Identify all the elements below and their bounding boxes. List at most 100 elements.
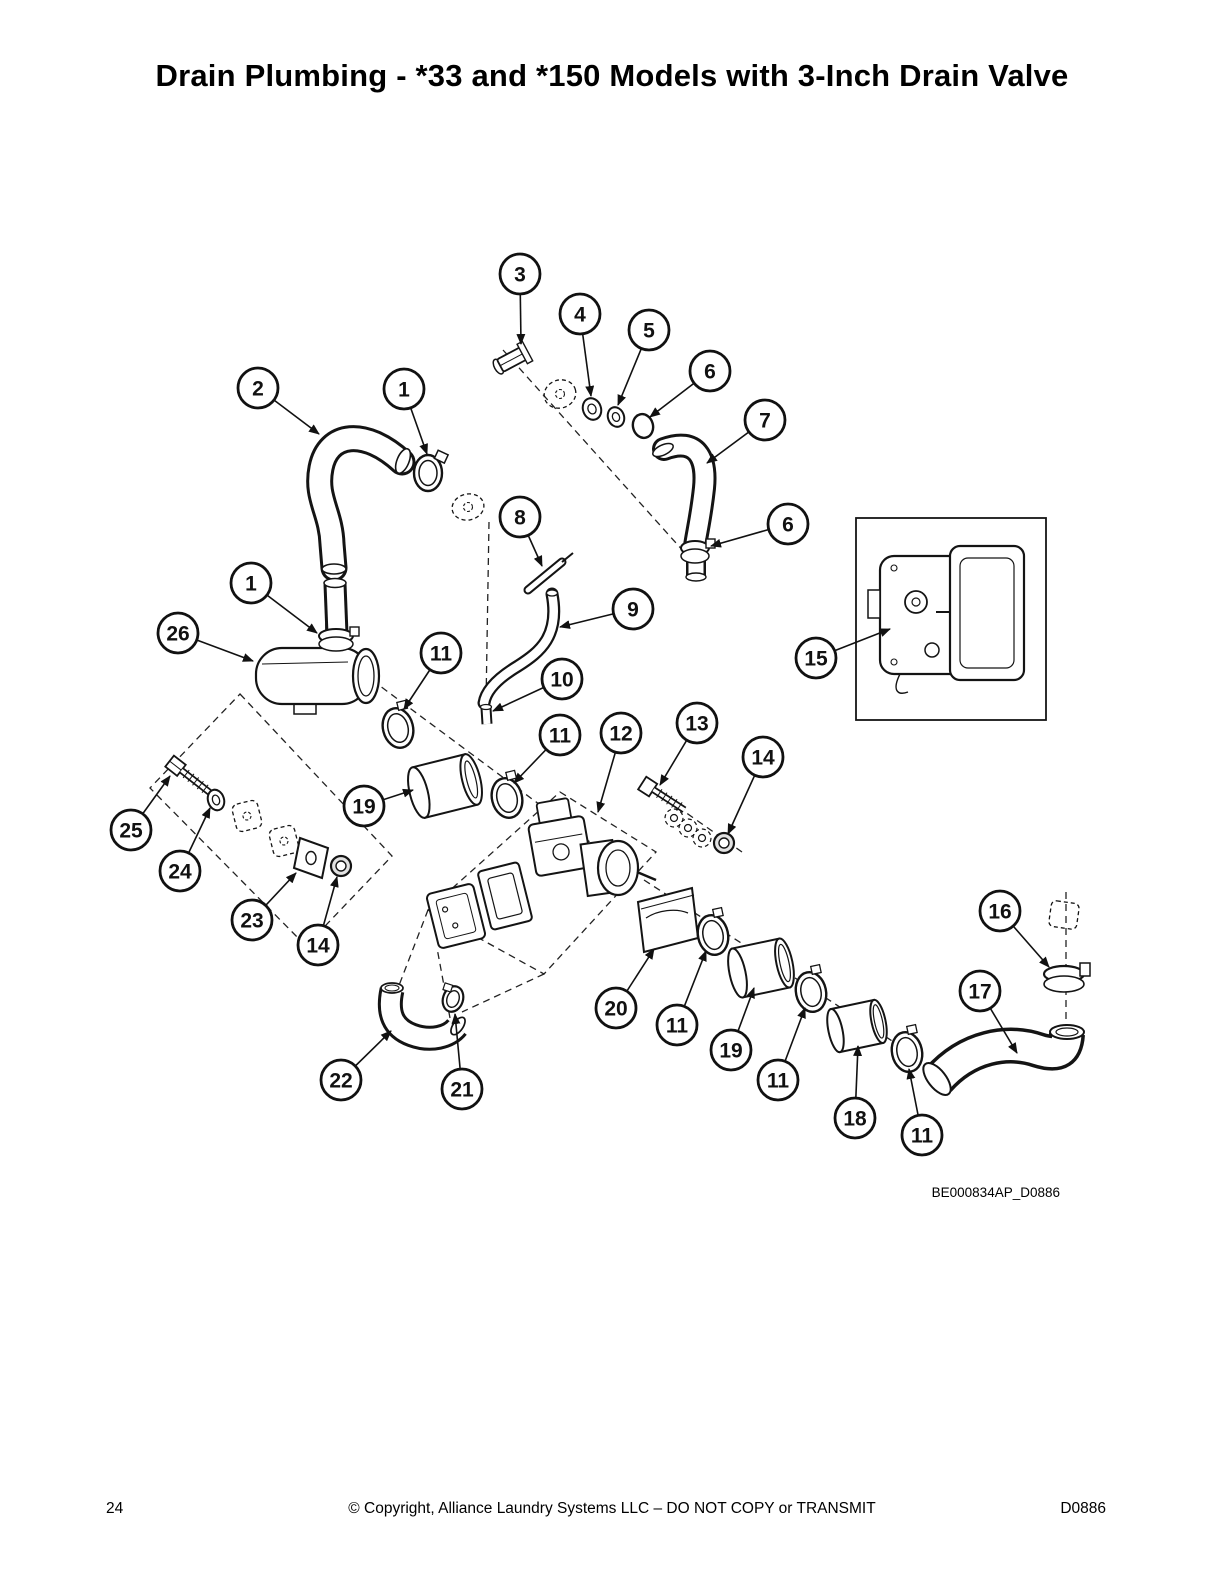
callout-circle: [958, 969, 1002, 1013]
callout-circle: [627, 308, 671, 352]
callout-8: 8: [498, 495, 543, 567]
callout-number: 15: [804, 648, 828, 671]
part-gasket-dashed-d: [268, 824, 300, 858]
callout-circle: [766, 502, 810, 546]
callout-25: 25: [109, 775, 171, 852]
callout-6: 6: [710, 502, 810, 548]
callout-circle: [794, 636, 838, 680]
callout-number: 14: [306, 935, 330, 958]
callout-21: 21: [440, 1013, 484, 1111]
callout-12: 12: [596, 711, 643, 813]
part-gasket-dashed-16: [1048, 900, 1080, 930]
callout-number: 11: [911, 1125, 934, 1148]
callout-11: 11: [403, 631, 463, 710]
part-clamp-11a: [376, 698, 419, 753]
part-pin-8: [523, 552, 574, 595]
part-tube-stub: [323, 577, 349, 635]
callout-circle: [743, 398, 787, 442]
callout-circle: [558, 292, 602, 336]
callout-19: 19: [709, 987, 755, 1072]
callout-circle: [419, 631, 463, 675]
callout-number: 14: [751, 747, 775, 770]
part-clamp-21: [441, 982, 465, 1013]
callout-number: 13: [685, 713, 708, 736]
page-title: Drain Plumbing - *33 and *150 Models wit…: [155, 58, 1069, 93]
callout-24: 24: [158, 807, 211, 893]
callout-number: 18: [843, 1108, 867, 1131]
callout-1: 1: [229, 561, 318, 634]
part-hose-9: [477, 587, 561, 710]
callout-circle: [156, 611, 200, 655]
part-bracket-20: [636, 886, 700, 954]
callout-number: 1: [245, 573, 257, 596]
part-gasket-dashed-b: [543, 379, 577, 409]
callout-number: 23: [240, 910, 263, 933]
figure-code: BE000834AP_D0886: [931, 1185, 1060, 1200]
callout-circle: [741, 735, 785, 779]
callout-3: 3: [498, 252, 542, 345]
callout-circle: [978, 889, 1022, 933]
callout-number: 26: [166, 623, 189, 646]
part-hose-7: [652, 433, 717, 558]
part-bolt-25: [164, 754, 213, 796]
callout-23: 23: [230, 872, 297, 942]
callout-13: 13: [659, 701, 719, 786]
footer-page-number: 24: [106, 1500, 124, 1517]
part-motor-15: [855, 517, 1047, 721]
callout-number: 11: [430, 643, 453, 666]
callout-14: 14: [727, 735, 785, 835]
part-nut-14a: [712, 831, 736, 855]
callout-18: 18: [833, 1045, 877, 1140]
callout-circle: [296, 923, 340, 967]
callout-5: 5: [617, 308, 671, 406]
part-coupling-19a: [407, 753, 483, 819]
callout-circle: [230, 898, 274, 942]
part-washers-13: [664, 808, 712, 848]
callout-20: 20: [594, 948, 655, 1030]
callout-number: 21: [450, 1079, 474, 1102]
callout-number: 11: [549, 725, 572, 748]
callout-11: 11: [756, 1007, 806, 1102]
callout-number: 12: [609, 723, 632, 746]
part-clamp-11b: [485, 768, 528, 823]
callout-number: 10: [550, 669, 573, 692]
callout-11: 11: [655, 950, 707, 1047]
callout-number: 7: [759, 410, 771, 433]
callout-19: 19: [342, 784, 414, 828]
part-gasket-dashed-c: [231, 799, 263, 833]
callout-circle: [382, 367, 426, 411]
part-clamp-6: [680, 538, 716, 582]
callout-number: 22: [329, 1070, 352, 1093]
callout-number: 11: [666, 1015, 689, 1038]
part-elbow-17: [922, 1024, 1085, 1096]
callout-circle: [342, 784, 386, 828]
part-washer-4: [581, 397, 603, 421]
callout-circle: [229, 561, 273, 605]
callout-circle: [498, 252, 542, 296]
callout-number: 19: [719, 1040, 742, 1063]
callout-circle: [158, 849, 202, 893]
callout-circle: [236, 366, 280, 410]
callout-circle: [900, 1113, 944, 1157]
callout-11: 11: [900, 1068, 944, 1157]
callout-number: 6: [782, 514, 794, 537]
callout-4: 4: [558, 292, 602, 397]
callout-number: 24: [168, 861, 192, 884]
callout-circle: [833, 1096, 877, 1140]
part-washer-5: [606, 406, 626, 428]
callout-number: 20: [604, 998, 627, 1021]
callout-22: 22: [319, 1030, 392, 1102]
part-clamp-11d: [789, 963, 832, 1016]
part-coupling-18: [826, 998, 888, 1054]
callout-circle: [319, 1058, 363, 1102]
callout-number: 16: [988, 901, 1011, 924]
part-washer-24: [206, 788, 226, 812]
part-clamp-11e: [885, 1023, 928, 1076]
part-muffler-26: [254, 623, 381, 715]
part-clamp-screw-3: [492, 340, 534, 375]
callout-circle: [538, 713, 582, 757]
part-valve-assembly-12: [426, 797, 657, 949]
